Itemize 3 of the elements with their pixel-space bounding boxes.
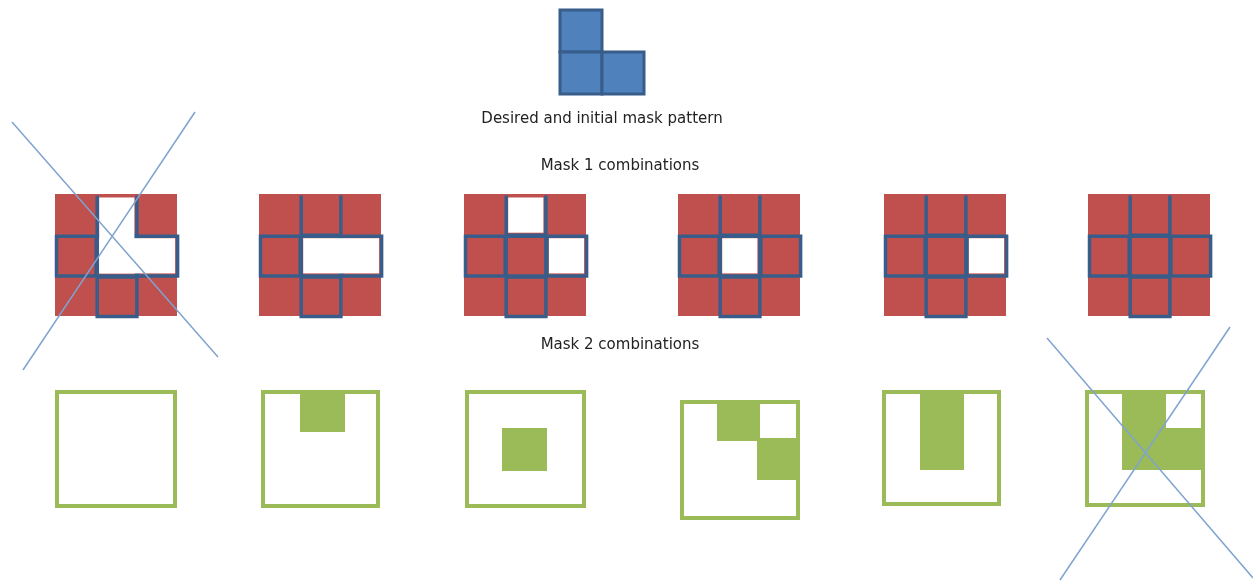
caption-text: Mask 2 combinations [540,335,700,353]
caption-text: Desired and initial mask pattern [481,109,723,127]
caption-text: Mask 1 combinations [540,156,700,174]
